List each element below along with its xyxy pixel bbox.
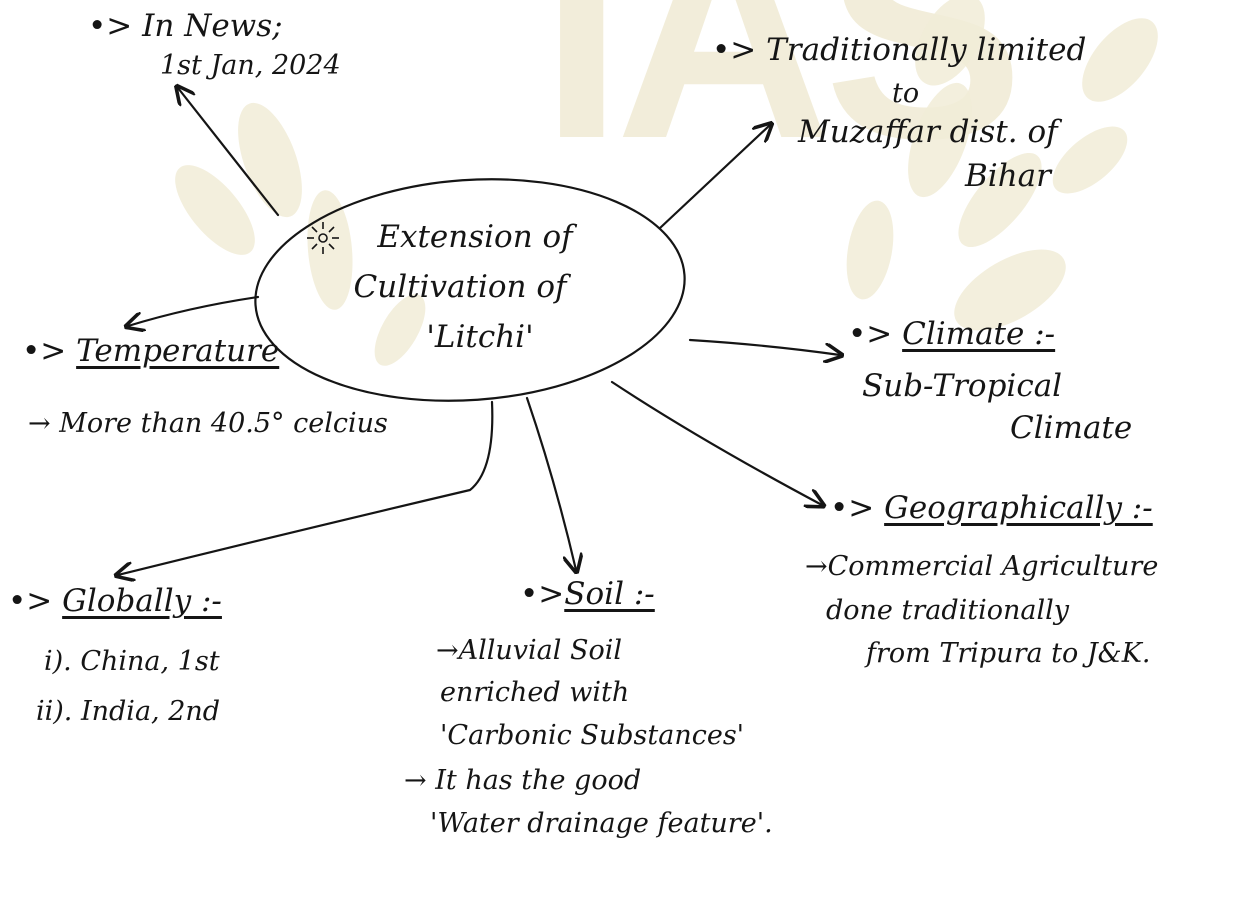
sparkle-icon	[307, 222, 339, 254]
soil-line-5: 'Water drainage feature'.	[430, 808, 773, 839]
arrow-to-geography	[610, 380, 822, 505]
soil-line-4: → It has the good	[404, 765, 642, 796]
traditional-line-1: •> Traditionally limited	[712, 32, 1087, 68]
soil-line-1: →Alluvial Soil	[436, 635, 623, 666]
news-heading: •> In News;	[88, 8, 283, 44]
arrow-to-traditional	[658, 125, 770, 230]
climate-heading: •> Climate :-	[848, 316, 1056, 352]
geography-line-1: →Commercial Agriculture	[805, 551, 1159, 582]
soil-heading: •>Soil :-	[520, 576, 655, 612]
traditional-line-3: Muzaffar dist. of	[798, 114, 1058, 150]
arrow-to-globally	[118, 400, 494, 575]
arrow-to-temperature	[128, 295, 260, 326]
climate-line-2: Climate	[1010, 410, 1133, 446]
arrow-to-soil	[525, 396, 576, 570]
news-date: 1st Jan, 2024	[160, 50, 341, 81]
climate-line-1: Sub-Tropical	[862, 368, 1063, 404]
geography-heading: •> Geographically :-	[830, 490, 1153, 526]
geography-line-3: from Tripura to J&K.	[866, 638, 1151, 669]
center-line-2: Cultivation of	[353, 269, 567, 305]
globally-item-2: ii). India, 2nd	[36, 696, 221, 727]
soil-line-3: 'Carbonic Substances'	[440, 720, 745, 751]
geography-line-2: done traditionally	[826, 595, 1070, 626]
temperature-detail: → More than 40.5° celcius	[28, 408, 388, 439]
globally-heading: •> Globally :-	[8, 583, 222, 619]
temperature-heading: •> Temperature	[22, 333, 280, 369]
center-line-3: 'Litchi'	[426, 319, 534, 355]
arrow-to-climate	[688, 338, 840, 355]
central-ellipse	[254, 178, 686, 402]
arrow-to-news	[178, 88, 280, 217]
center-line-1: Extension of	[377, 219, 573, 255]
traditional-line-2: to	[892, 78, 920, 109]
soil-line-2: enriched with	[440, 677, 630, 708]
traditional-line-4: Bihar	[965, 158, 1051, 194]
globally-item-1: i). China, 1st	[44, 646, 220, 677]
